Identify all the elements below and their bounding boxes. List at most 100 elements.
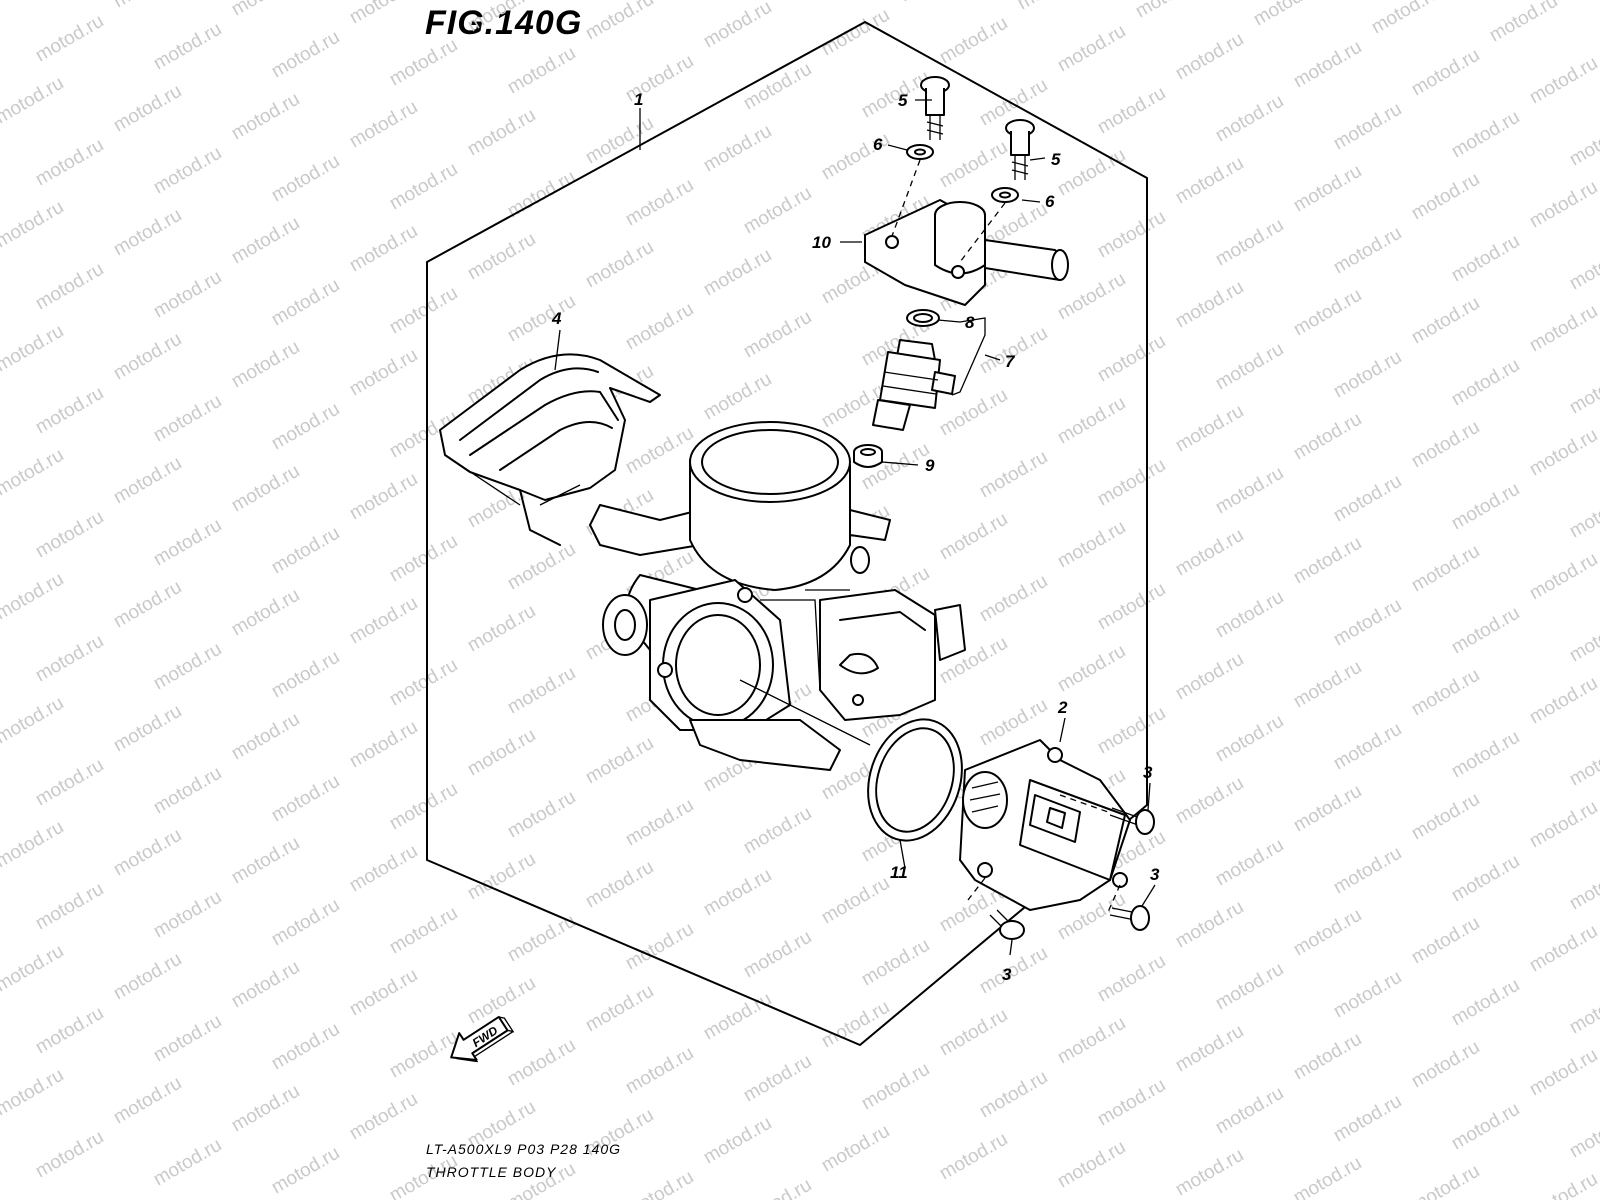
watermark-text: motod.ru — [582, 857, 657, 913]
watermark-text: motod.ru — [346, 0, 421, 28]
watermark-text: motod.ru — [1566, 239, 1600, 295]
watermark-text: motod.ru — [740, 1175, 815, 1200]
watermark-text: motod.ru — [150, 19, 225, 75]
watermark-text: motod.ru — [1408, 913, 1483, 969]
injector-seal-9 — [853, 444, 883, 468]
fuel-injector-7 — [872, 339, 956, 431]
watermark-text: motod.ru — [858, 935, 933, 991]
watermark-text: motod.ru — [228, 213, 303, 269]
watermark-text: motod.ru — [1094, 1075, 1169, 1131]
watermark-text: motod.ru — [1408, 293, 1483, 349]
watermark-text: motod.ru — [1566, 983, 1600, 1039]
screw-3-guide-lines — [967, 794, 1121, 913]
watermark-text: motod.ru — [150, 1011, 225, 1067]
watermark-text: motod.ru — [464, 0, 539, 36]
washer-6-right — [991, 187, 1019, 203]
watermark-text: motod.ru — [700, 0, 775, 52]
watermark-text: motod.ru — [386, 1027, 461, 1083]
gasket-guide-line — [739, 679, 871, 746]
gasket-ring-11 — [867, 718, 963, 842]
watermark-text: motod.ru — [268, 399, 343, 455]
watermark-text: motod.ru — [1448, 231, 1523, 287]
watermark-text: motod.ru — [150, 639, 225, 695]
screw-3-upper — [1109, 807, 1155, 835]
watermark-text: motod.ru — [32, 755, 107, 811]
watermark-text: motod.ru — [32, 507, 107, 563]
watermark-text: motod.ru — [0, 569, 67, 625]
watermark-text: motod.ru — [1330, 595, 1405, 651]
watermark-text: motod.ru — [1566, 487, 1600, 543]
watermark-text: motod.ru — [1566, 859, 1600, 915]
watermark-text: motod.ru — [1330, 1091, 1405, 1147]
watermark-text: motod.ru — [110, 825, 185, 881]
watermark-text: motod.ru — [1172, 401, 1247, 457]
watermark-text: motod.ru — [504, 43, 579, 99]
watermark-text: motod.ru — [268, 151, 343, 207]
watermark-text: motod.ru — [740, 307, 815, 363]
watermark-text: motod.ru — [1448, 1099, 1523, 1155]
watermark-text: motod.ru — [228, 89, 303, 145]
watermark-text: motod.ru — [268, 27, 343, 83]
watermark-text: motod.ru — [1054, 393, 1129, 449]
watermark-text: motod.ru — [622, 795, 697, 851]
watermark-text: motod.ru — [1330, 99, 1405, 155]
watermark-text: motod.ru — [346, 221, 421, 277]
watermark-text: motod.ru — [1172, 1021, 1247, 1077]
leader-lines — [554, 99, 1156, 956]
watermark-text: motod.ru — [740, 1051, 815, 1107]
watermark-text: motod.ru — [386, 903, 461, 959]
watermark-text: motod.ru — [1566, 363, 1600, 419]
watermark-text: motod.ru — [386, 531, 461, 587]
watermark-text: motod.ru — [346, 1089, 421, 1145]
watermark-text: motod.ru — [346, 97, 421, 153]
watermark-text: motod.ru — [110, 81, 185, 137]
watermark-text: motod.ru — [740, 927, 815, 983]
watermark-text: motod.ru — [1094, 455, 1169, 511]
watermark-text: motod.ru — [1172, 1145, 1247, 1200]
watermark-text: motod.ru — [700, 865, 775, 921]
figure-title: FIG.140G — [425, 4, 583, 42]
watermark-text: motod.ru — [110, 1073, 185, 1129]
watermark-text: motod.ru — [700, 989, 775, 1045]
watermark-text: motod.ru — [976, 447, 1051, 503]
screw-5-left — [920, 76, 950, 140]
watermark-text: motod.ru — [110, 205, 185, 261]
idle-air-valve-2 — [959, 739, 1131, 911]
watermark-text: motod.ru — [0, 817, 67, 873]
watermark-text: motod.ru — [32, 879, 107, 935]
watermark-text: motod.ru — [1448, 727, 1523, 783]
watermark-text: motod.ru — [1526, 673, 1600, 729]
watermark-text: motod.ru — [1526, 1169, 1600, 1200]
callout-10: 10 — [812, 233, 831, 252]
watermark-text: motod.ru — [464, 105, 539, 161]
watermark-text: motod.ru — [32, 135, 107, 191]
screw-guide-lines — [891, 159, 1006, 263]
watermark-text: motod.ru — [976, 571, 1051, 627]
watermark-text: motod.ru — [150, 515, 225, 571]
watermark-text: motod.ru — [1132, 0, 1207, 22]
callout-8: 8 — [965, 313, 975, 332]
watermark-text: motod.ru — [32, 383, 107, 439]
watermark-text: motod.ru — [110, 329, 185, 385]
watermark-text: motod.ru — [1526, 177, 1600, 233]
watermark-text: motod.ru — [1526, 549, 1600, 605]
watermark-text: motod.ru — [1448, 479, 1523, 535]
watermark-text: motod.ru — [1408, 541, 1483, 597]
watermark-text: motod.ru — [1408, 789, 1483, 845]
watermark-text: motod.ru — [1054, 641, 1129, 697]
watermark-text: motod.ru — [936, 1005, 1011, 1061]
watermark-text: motod.ru — [504, 787, 579, 843]
throttle-body — [589, 421, 966, 771]
watermark-text: motod.ru — [1290, 1029, 1365, 1085]
callout-4: 4 — [551, 309, 562, 328]
watermark-text: motod.ru — [1330, 843, 1405, 899]
watermark-text: motod.ru — [346, 469, 421, 525]
watermark-text: motod.ru — [1408, 45, 1483, 101]
watermark-text: motod.ru — [1172, 153, 1247, 209]
watermark-text: motod.ru — [1526, 301, 1600, 357]
watermark-text: motod.ru — [582, 0, 657, 44]
callout-6a: 6 — [873, 135, 883, 154]
watermark-text: motod.ru — [622, 299, 697, 355]
watermark-text: motod.ru — [936, 1129, 1011, 1185]
watermark-text: motod.ru — [622, 919, 697, 975]
